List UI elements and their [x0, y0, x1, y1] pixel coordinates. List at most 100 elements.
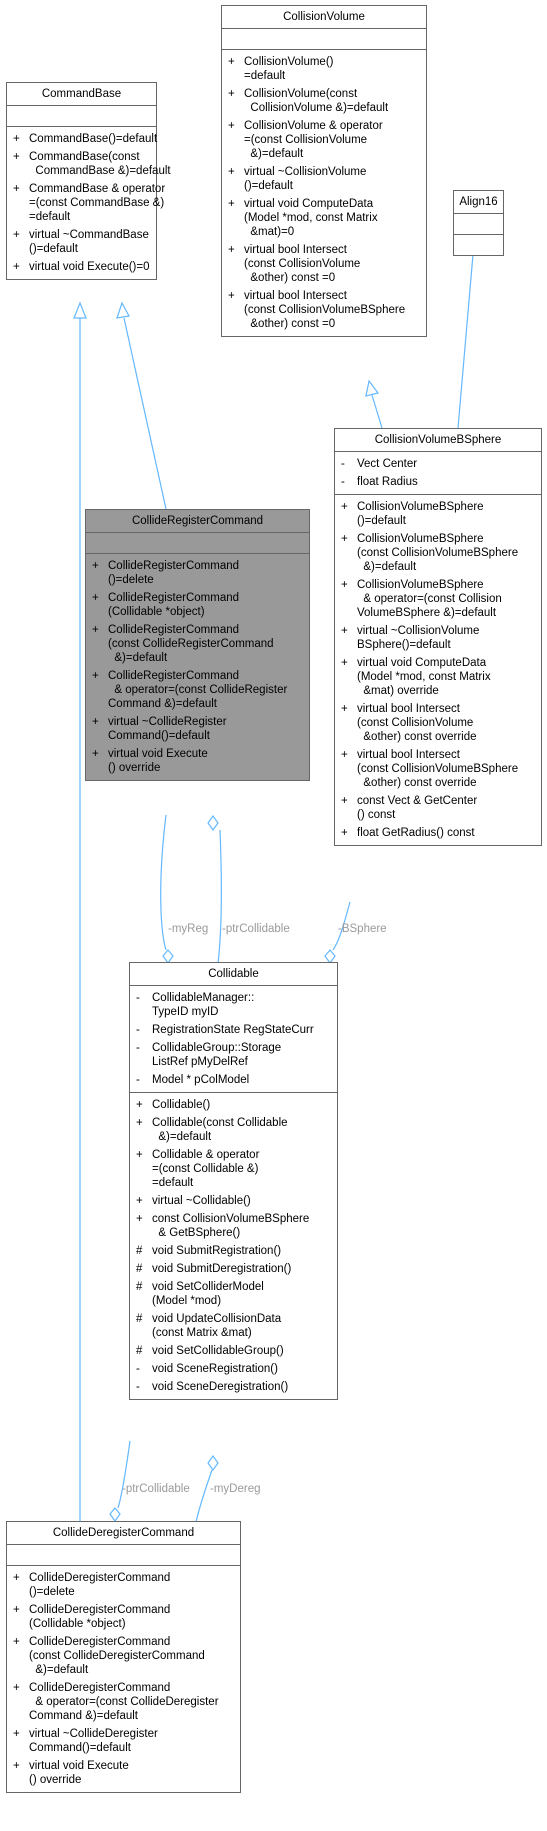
class-member[interactable]: +virtual void ComputeData(Model *mod, co…	[222, 195, 426, 241]
member-text-line: float GetRadius() const	[357, 827, 475, 839]
member-text-line: &mat)=0	[244, 226, 295, 238]
visibility-marker: +	[13, 1604, 20, 1616]
edge-bsphere-to-collisionvolume	[371, 394, 383, 429]
methods-section	[454, 235, 503, 255]
class-member[interactable]: +CommandBase & operator=(const CommandBa…	[7, 180, 165, 226]
class-collidable[interactable]: Collidable-CollidableManager::TypeID myI…	[129, 962, 338, 1400]
class-member[interactable]: +CollideRegisterCommand(const CollideReg…	[86, 621, 309, 667]
class-member[interactable]: +virtual void Execute() override	[7, 1757, 240, 1789]
member-text-line: ()=default	[29, 243, 78, 255]
class-member[interactable]: #void SetColliderModel(Model *mod)	[130, 1278, 337, 1310]
class-member[interactable]: +CollisionVolume & operator=(const Colli…	[222, 117, 426, 163]
class-member[interactable]: + CollideRegisterCommand ()=delete	[86, 557, 309, 589]
class-member[interactable]: -CollidableManager::TypeID myID	[130, 989, 337, 1021]
class-member[interactable]: +CollisionVolume(const CollisionVolume &…	[222, 85, 426, 117]
class-member[interactable]: #void SubmitRegistration()	[130, 1242, 337, 1260]
class-member[interactable]: +CollideRegisterCommand(Collidable *obje…	[86, 589, 309, 621]
member-text-line: CollidableGroup::Storage	[152, 1042, 282, 1054]
member-text-line: (Model *mod)	[152, 1295, 222, 1307]
class-member[interactable]: + virtual void Execute()=0	[7, 258, 156, 276]
member-text-line: Model * pColModel	[152, 1074, 250, 1086]
member-text-line: & GetBSphere()	[152, 1227, 241, 1239]
member-text-line: (const CollideDeregisterCommand	[29, 1650, 205, 1662]
class-member[interactable]: #void UpdateCollisionData(const Matrix &…	[130, 1310, 337, 1342]
class-member[interactable]: -Model * pColModel	[130, 1071, 337, 1089]
member-text-line: ()=delete	[108, 574, 154, 586]
class-member[interactable]: +const Vect & GetCenter() const	[335, 792, 541, 824]
class-member[interactable]: +Collidable(const Collidable &)=default	[130, 1114, 337, 1146]
visibility-marker: +	[13, 229, 20, 241]
class-collisionvolumebsphere[interactable]: CollisionVolumeBSphere-Vect Center-float…	[334, 428, 542, 846]
class-member[interactable]: -void SceneDeregistration()	[130, 1378, 337, 1396]
visibility-marker: +	[228, 120, 235, 132]
edge-label-mydereg: -myDereg	[210, 1483, 261, 1495]
class-member[interactable]: +CollisionVolumeBSphere & operator=(cons…	[335, 576, 541, 622]
visibility-marker: +	[92, 560, 99, 572]
class-member[interactable]: -void SceneRegistration()	[130, 1360, 337, 1378]
member-text-line: virtual ~CollisionVolume	[244, 166, 367, 178]
class-member[interactable]: #void SubmitDeregistration()	[130, 1260, 337, 1278]
class-member[interactable]: +Collidable()	[130, 1096, 337, 1114]
class-member[interactable]: +const CollisionVolumeBSphere & GetBSphe…	[130, 1210, 337, 1242]
member-text-line: virtual void Execute()=0	[29, 261, 150, 273]
member-text-line: virtual bool Intersect	[244, 244, 347, 256]
visibility-marker: +	[228, 244, 235, 256]
visibility-marker: +	[92, 716, 99, 728]
edge-register-to-commandbase	[123, 317, 167, 510]
methods-section: +CollisionVolume()=default+CollisionVolu…	[222, 50, 426, 336]
member-text-line: float Radius	[357, 476, 418, 488]
edge-deregister-ptrcollidable	[117, 1440, 131, 1509]
class-commandbase[interactable]: CommandBase+CommandBase()=default+Comman…	[6, 82, 171, 280]
class-member[interactable]: +virtual bool Intersect(const CollisionV…	[335, 700, 541, 746]
visibility-marker: -	[136, 992, 140, 1004]
class-member[interactable]: #void SetCollidableGroup()	[130, 1342, 337, 1360]
member-text-line: (Model *mod, const Matrix	[357, 671, 491, 683]
visibility-marker: +	[13, 261, 20, 273]
class-member[interactable]: +CollideDeregisterCommand & operator=(co…	[7, 1679, 240, 1725]
class-collideregistercommand[interactable]: CollideRegisterCommand +CollideRegisterCo…	[85, 509, 310, 781]
visibility-marker: -	[341, 458, 345, 470]
class-member[interactable]: +CollideDeregisterCommand(Collidable *ob…	[7, 1601, 240, 1633]
member-text-line: CollideRegisterCommand	[108, 560, 240, 572]
member-text-line: void SceneDeregistration()	[152, 1381, 289, 1393]
class-align16[interactable]: Align16	[453, 190, 504, 256]
class-member[interactable]: +CollisionVolumeBSphere(const CollisionV…	[335, 530, 541, 576]
class-member[interactable]: +Collidable & operator=(const Collidable…	[130, 1146, 337, 1192]
visibility-marker: +	[13, 1572, 20, 1584]
class-member[interactable]: +virtual void Execute() override	[86, 745, 309, 777]
class-member[interactable]: +virtual void ComputeData(Model *mod, co…	[335, 654, 541, 700]
member-text-line: virtual void ComputeData	[357, 657, 487, 669]
class-member[interactable]: +virtual ~CollisionVolume()=default	[222, 163, 426, 195]
class-member[interactable]: +CommandBase(const CommandBase &)=defaul…	[7, 148, 171, 180]
class-collisionvolume[interactable]: CollisionVolume+CollisionVolume()=defaul…	[221, 5, 427, 337]
class-member[interactable]: +CollideRegisterCommand & operator=(cons…	[86, 667, 309, 713]
class-member[interactable]: +CommandBase()=default	[7, 130, 157, 148]
class-member[interactable]: +CollisionVolume()=default	[222, 53, 426, 85]
member-text-line: void SceneRegistration()	[152, 1363, 278, 1375]
visibility-marker: +	[228, 166, 235, 178]
member-text-line: ()=delete	[29, 1586, 75, 1598]
member-text-line: &)=default	[152, 1131, 212, 1143]
class-member[interactable]: -Vect Center	[335, 455, 541, 473]
class-member[interactable]: -float Radius	[335, 473, 541, 491]
class-collidederegistercommand[interactable]: CollideDeregisterCommand+CollideDeregist…	[6, 1521, 241, 1793]
class-member[interactable]: +virtual ~Collidable()	[130, 1192, 337, 1210]
class-name: CommandBase	[7, 83, 156, 106]
class-member[interactable]: +virtual bool Intersect(const CollisionV…	[222, 287, 426, 333]
class-member[interactable]: +virtual bool Intersect(const CollisionV…	[335, 746, 541, 792]
class-member[interactable]: -RegistrationState RegStateCurr	[130, 1021, 337, 1039]
edge-myreg	[160, 814, 167, 951]
visibility-marker: +	[341, 579, 348, 591]
class-member[interactable]: +CollideDeregisterCommand()=delete	[7, 1569, 240, 1601]
class-member[interactable]: +float GetRadius() const	[335, 824, 541, 842]
class-member[interactable]: +CollisionVolumeBSphere()=default	[335, 498, 541, 530]
member-text-line: virtual void ComputeData	[244, 198, 374, 210]
class-member[interactable]: +virtual ~CommandBase()=default	[7, 226, 156, 258]
class-member[interactable]: +CollideDeregisterCommand(const CollideD…	[7, 1633, 240, 1679]
class-member[interactable]: +virtual bool Intersect(const CollisionV…	[222, 241, 426, 287]
member-text-line: CommandBase &)=default	[29, 165, 171, 177]
